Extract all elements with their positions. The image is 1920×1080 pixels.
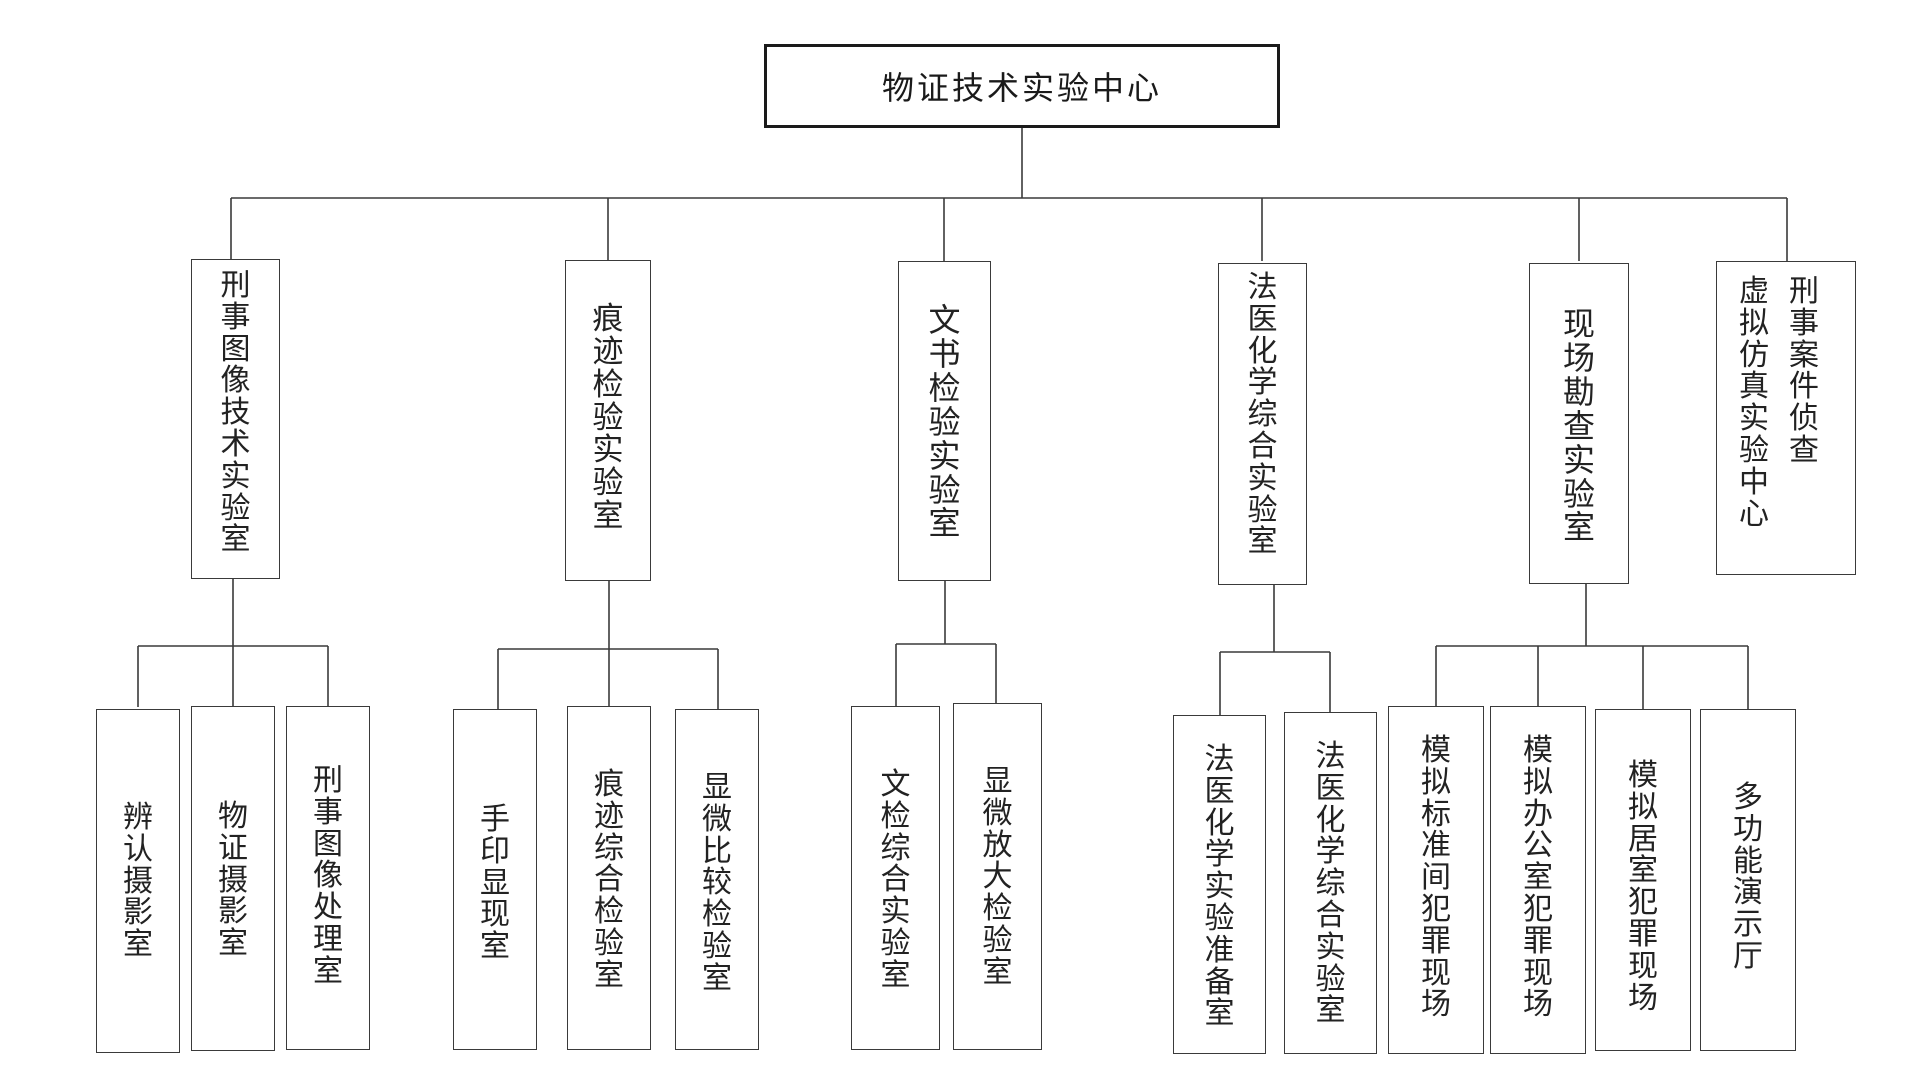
dept-box-trace-examination: 痕迹检验实验室: [565, 260, 651, 581]
lab-box-mock-standard-room-scene: 模拟标准间犯罪现场: [1388, 706, 1484, 1054]
lab-box-microscopic-magnification: 显微放大检验室: [953, 703, 1042, 1050]
lab-label: 法医化学实验准备室: [1204, 742, 1235, 1032]
lab-box-identification-photo: 辨认摄影室: [96, 709, 180, 1053]
lab-box-trace-comprehensive: 痕迹综合检验室: [567, 706, 651, 1050]
root-title: 物证技术实验中心: [881, 69, 1162, 107]
lab-box-mock-office-scene: 模拟办公室犯罪现场: [1490, 706, 1586, 1054]
lab-box-microscopic-comparison: 显微比较检验室: [675, 709, 759, 1050]
dept-box-criminal-imaging: 刑事图像技术实验室: [191, 259, 280, 579]
lab-label: 文检综合实验室: [880, 767, 911, 993]
lab-label: 显微比较检验室: [702, 770, 732, 996]
dept-label: 痕迹检验实验室: [592, 301, 624, 535]
lab-label: 辨认摄影室: [123, 800, 153, 963]
lab-box-document-comprehensive: 文检综合实验室: [851, 706, 940, 1050]
lab-box-image-processing: 刑事图像处理室: [286, 706, 370, 1050]
dept-box-virtual-simulation: 刑事案件侦查 虚拟仿真实验中心: [1716, 261, 1856, 575]
lab-label: 显微放大检验室: [982, 764, 1013, 990]
dept-label: 文书检验实验室: [928, 301, 961, 543]
dept-label-col-2: 虚拟仿真实验中心: [1739, 274, 1769, 532]
lab-label: 模拟办公室犯罪现场: [1523, 733, 1553, 1023]
lab-label: 法医化学综合实验室: [1315, 739, 1346, 1029]
root-box: 物证技术实验中心: [764, 44, 1280, 128]
dept-box-scene-investigation: 现场勘查实验室: [1529, 263, 1629, 584]
lab-box-forensic-chem-comprehensive: 法医化学综合实验室: [1284, 712, 1377, 1054]
lab-label: 物证摄影室: [218, 799, 248, 962]
lab-box-forensic-chem-prep: 法医化学实验准备室: [1173, 715, 1266, 1054]
lab-label: 手印显现室: [480, 802, 510, 965]
dept-label-col-1: 刑事案件侦查: [1789, 274, 1819, 468]
dept-label: 现场勘查实验室: [1562, 305, 1595, 547]
dept-label: 刑事图像技术实验室: [220, 268, 251, 558]
lab-box-multifunction-hall: 多功能演示厅: [1700, 709, 1796, 1051]
lab-label: 刑事图像处理室: [313, 763, 343, 989]
dept-label: 法医化学综合实验室: [1247, 270, 1278, 560]
lab-label: 模拟居室犯罪现场: [1628, 758, 1658, 1016]
lab-box-fingerprint-development: 手印显现室: [453, 709, 537, 1050]
dept-box-forensic-chemistry: 法医化学综合实验室: [1218, 263, 1307, 585]
lab-box-evidence-photo: 物证摄影室: [191, 706, 275, 1051]
dept-box-document-examination: 文书检验实验室: [898, 261, 991, 581]
lab-label: 痕迹综合检验室: [594, 767, 624, 993]
lab-label: 模拟标准间犯罪现场: [1421, 733, 1451, 1023]
lab-label: 多功能演示厅: [1733, 780, 1763, 974]
lab-box-mock-residence-scene: 模拟居室犯罪现场: [1595, 709, 1691, 1051]
